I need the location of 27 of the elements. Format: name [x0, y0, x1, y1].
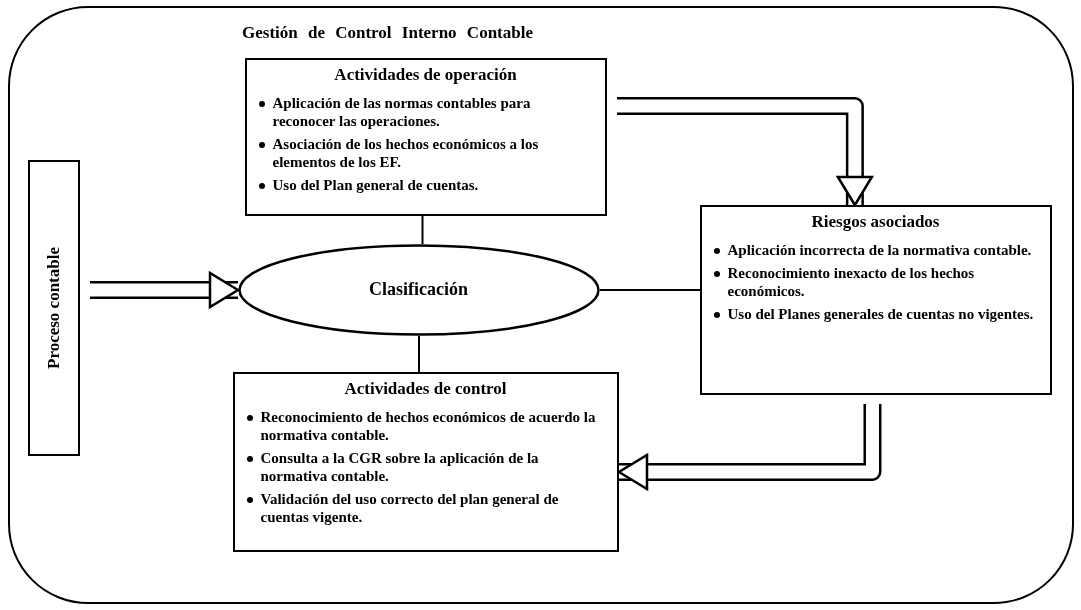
bullet-text: Uso del Plan general de cuentas. — [272, 175, 479, 194]
bullet-text: Uso del Planes generales de cuentas no vigentes. — [727, 304, 1034, 323]
box-heading: Riesgos asociados — [810, 210, 941, 232]
text-box — [232, 371, 619, 552]
text-box — [244, 57, 607, 216]
connector-line — [599, 289, 701, 291]
bullet-text: Asociación de los hechos económicos a los elementos de los EF. — [272, 134, 540, 171]
block-arrow — [617, 97, 874, 207]
block-arrow — [617, 404, 882, 491]
node-label: Proceso contable — [42, 246, 64, 369]
text-box — [699, 204, 1052, 395]
block-arrow — [90, 271, 240, 309]
box-heading: Actividades de control — [343, 377, 508, 399]
bullet-text: Validación del uso correcto del plan general de cuentas vigente. — [260, 489, 560, 526]
frame-label: Gestión de Control Interno Contable — [242, 22, 533, 44]
connector-line — [421, 215, 424, 245]
process-box — [27, 159, 80, 456]
box-heading: Actividades de operación — [333, 63, 518, 85]
bullet-text: Consulta a la CGR sobre la aplicación de la normativa contable. — [260, 448, 540, 485]
connector-line — [418, 335, 420, 373]
node-label: Clasificación — [369, 278, 468, 301]
bullet-text: Reconocimiento inexacto de los hechos económicos. — [727, 263, 976, 300]
bullet-text: Aplicación incorrecta de la normativa contable. — [727, 240, 1032, 259]
rounded-frame — [8, 6, 1074, 604]
bullet-text: Reconocimiento de hechos económicos de acuerdo la normativa contable. — [260, 407, 597, 444]
bullet-text: Aplicación de las normas contables para reconocer las operaciones. — [272, 93, 532, 130]
ellipse-node — [237, 243, 600, 336]
